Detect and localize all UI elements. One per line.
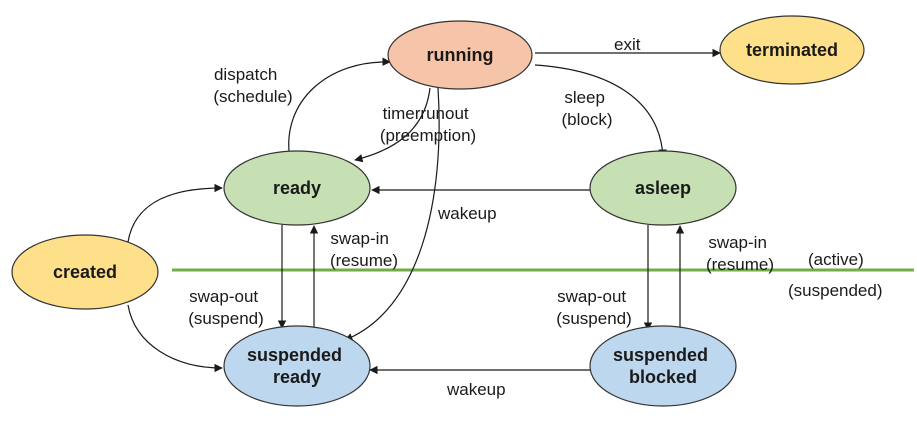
wakeup-top-label: wakeup bbox=[437, 204, 497, 223]
edge-created-suspended-ready bbox=[127, 304, 223, 373]
state-terminated: terminated bbox=[719, 15, 865, 85]
active-region-label: (active) bbox=[808, 250, 864, 269]
svg-text:created: created bbox=[53, 262, 117, 282]
state-asleep: asleep bbox=[589, 150, 737, 226]
state-ready: ready bbox=[223, 150, 371, 226]
state-suspended-blocked: suspended blocked bbox=[589, 325, 737, 407]
suspended-region-label: (suspended) bbox=[788, 281, 883, 300]
edge-running-suspended-ready bbox=[344, 87, 440, 342]
svg-text:terminated: terminated bbox=[746, 40, 838, 60]
svg-text:suspended ready: suspended ready bbox=[247, 345, 347, 387]
edge-running-asleep bbox=[534, 64, 667, 158]
swapin-left-label: swap-in (resume) bbox=[330, 229, 398, 270]
swapin-right-label: swap-in (resume) bbox=[706, 233, 774, 274]
wakeup-bottom-label: wakeup bbox=[446, 380, 506, 399]
sleep-label: sleep (block) bbox=[561, 88, 612, 129]
state-suspended-ready: suspended ready bbox=[223, 325, 371, 407]
edge-ready-running bbox=[288, 57, 391, 161]
swapout-left-label: swap-out (suspend) bbox=[188, 287, 264, 328]
svg-text:ready: ready bbox=[273, 178, 321, 198]
state-created: created bbox=[11, 234, 159, 310]
svg-text:suspended blocked: suspended blocked bbox=[613, 345, 713, 387]
svg-text:running: running bbox=[427, 45, 494, 65]
svg-text:asleep: asleep bbox=[635, 178, 691, 198]
state-running: running bbox=[387, 20, 533, 90]
dispatch-label: dispatch (schedule) bbox=[213, 65, 292, 106]
timerrunout-label: timerrunout (preemption) bbox=[380, 104, 476, 145]
edge-created-ready bbox=[127, 183, 223, 243]
edge-running-ready bbox=[354, 87, 431, 163]
exit-label: exit bbox=[614, 35, 641, 54]
swapout-right-label: swap-out (suspend) bbox=[556, 287, 632, 328]
